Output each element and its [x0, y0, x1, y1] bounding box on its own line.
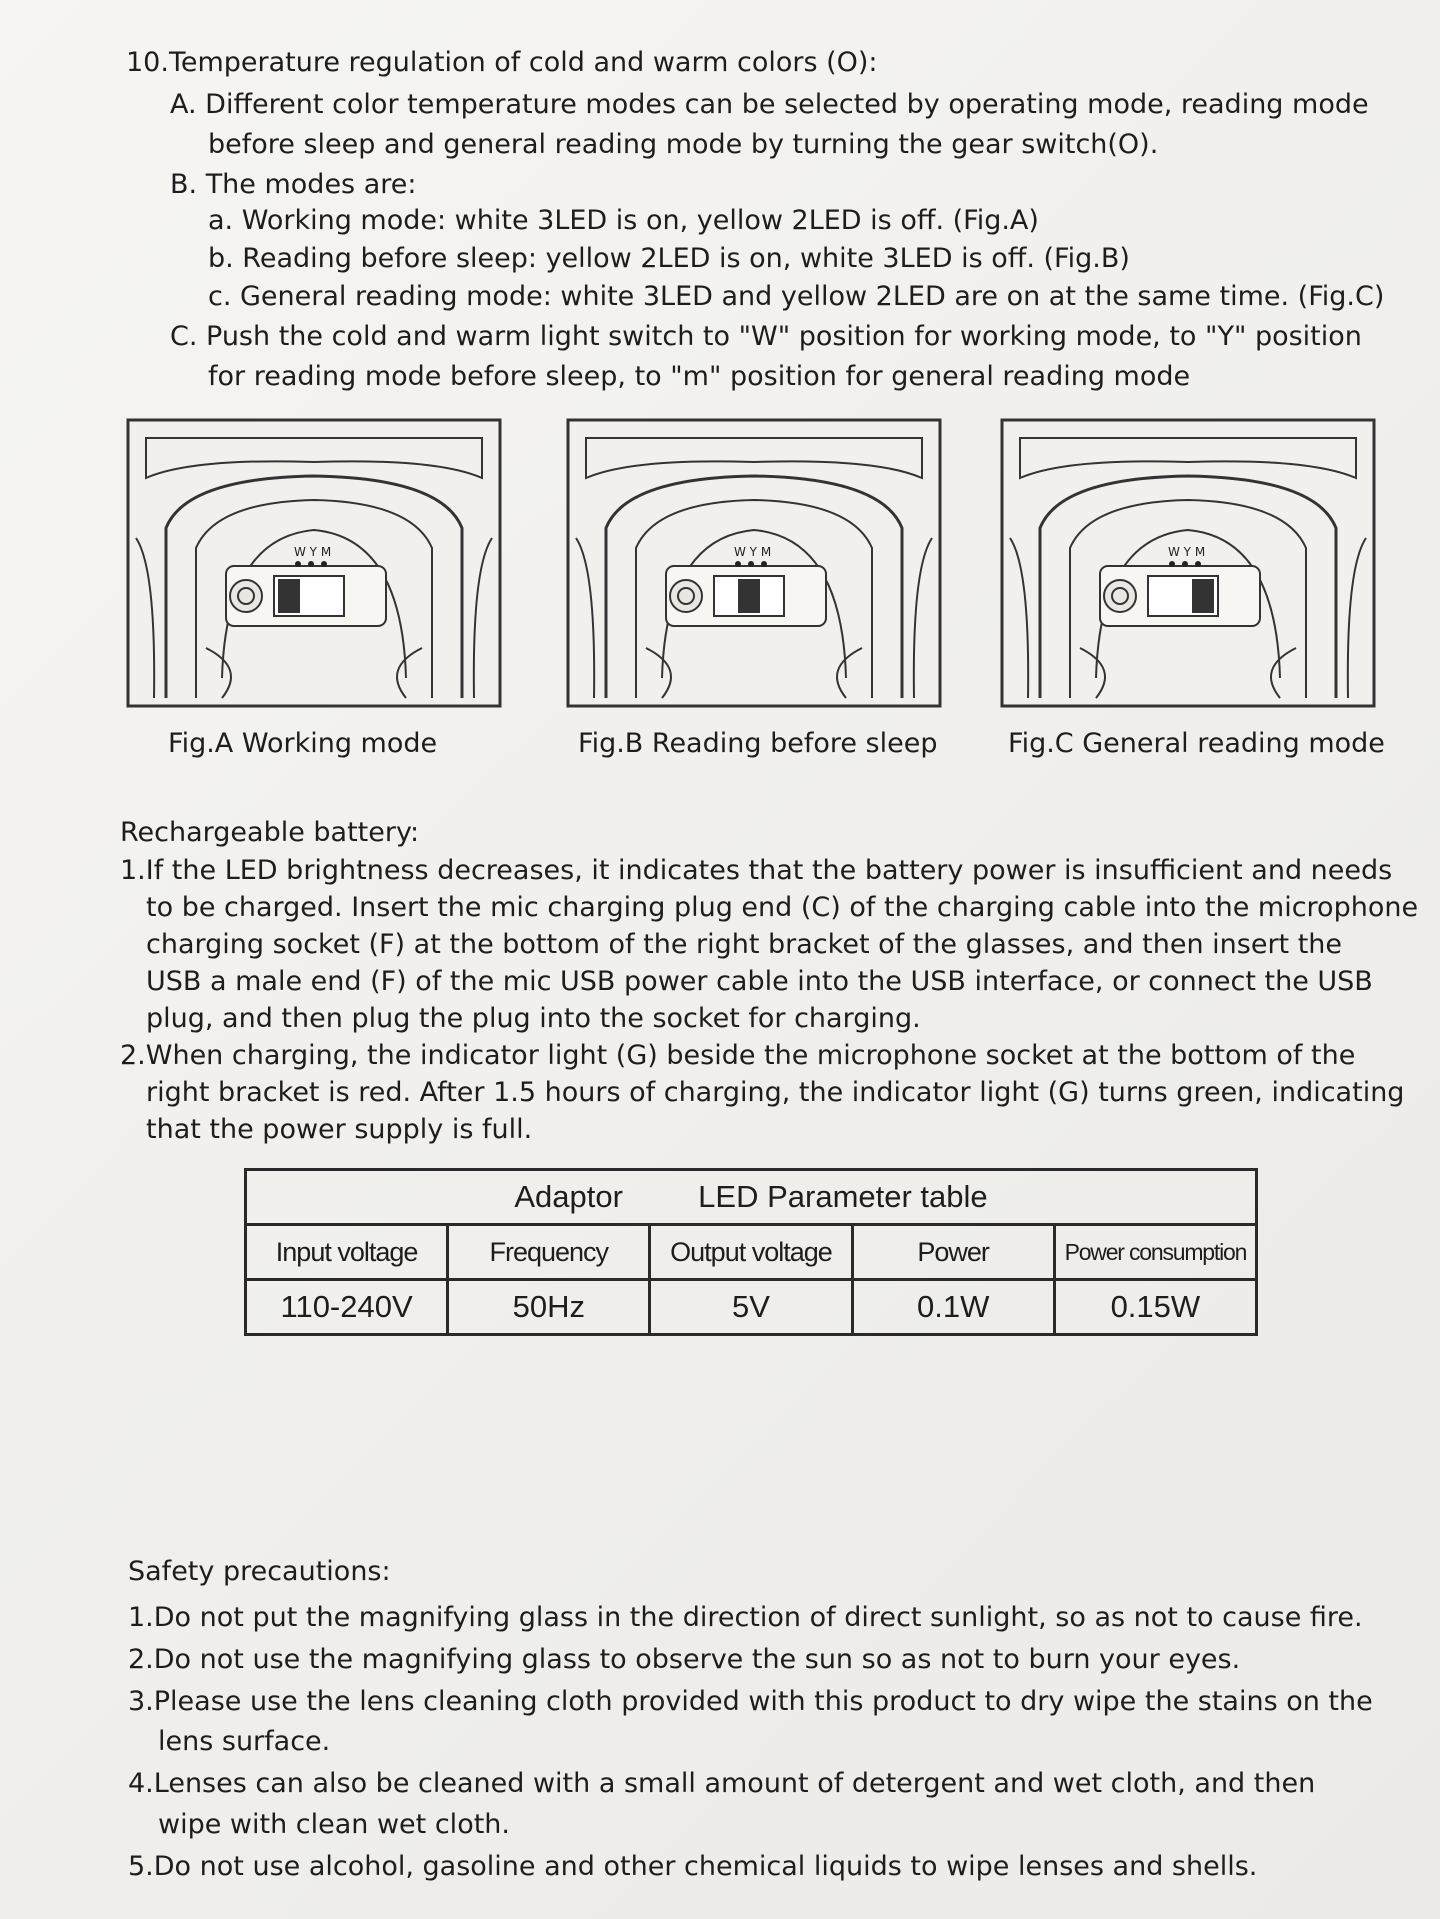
safety-line1: 1.Do not put the magnifying glass in the… [128, 1602, 1363, 1633]
battery-p1-line1: 1.If the LED brightness decreases, it in… [120, 855, 1393, 886]
col-frequency: Frequency [446, 1223, 652, 1281]
battery-p2-line3: that the power supply is full. [146, 1114, 533, 1145]
section10-c-line1: C. Push the cold and warm light switch t… [170, 321, 1362, 352]
section10-title: 10.Temperature regulation of cold and wa… [126, 47, 878, 78]
switch-label: W Y M [734, 545, 771, 559]
battery-title: Rechargeable battery: [120, 817, 420, 848]
val-frequency: 50Hz [446, 1278, 652, 1336]
val-input-voltage: 110-240V [243, 1278, 450, 1336]
glasses-bracket-illustration-a: W Y M [126, 418, 502, 708]
power-button-icon [229, 579, 263, 613]
mode-c-text: c. General reading mode: white 3LED and … [208, 281, 1385, 312]
safety-line5: 5.Do not use alcohol, gasoline and other… [128, 1851, 1258, 1882]
col-output-voltage: Output voltage [648, 1223, 854, 1281]
glasses-bracket-illustration-c: W Y M [1000, 418, 1376, 708]
val-power-consumption: 0.15W [1052, 1278, 1259, 1336]
section10-b-title: B. The modes are: [170, 169, 417, 200]
col-input-voltage: Input voltage [243, 1223, 450, 1281]
figure-b-caption: Fig.B Reading before sleep [578, 728, 938, 759]
switch-label: W Y M [294, 545, 331, 559]
safety-line4-cont: wipe with clean wet cloth. [158, 1809, 510, 1840]
glasses-bracket-illustration-b: W Y M [566, 418, 942, 708]
table-header-cell: Adaptor LED Parameter table [244, 1168, 1258, 1226]
val-output-voltage: 5V [648, 1278, 854, 1336]
figure-c-caption: Fig.C General reading mode [1008, 728, 1385, 759]
figure-b: W Y M [566, 418, 942, 708]
col-power-consumption: Power consumption [1052, 1223, 1259, 1281]
switch-slider [738, 579, 760, 613]
switch-slider [1192, 579, 1214, 613]
section10-a-line1: A. Different color temperature modes can… [170, 89, 1369, 120]
power-button-icon [669, 579, 703, 613]
switch-label: W Y M [1168, 545, 1205, 559]
table-row: Input voltage Frequency Output voltage P… [243, 1223, 1259, 1281]
safety-line3-cont: lens surface. [158, 1726, 331, 1757]
val-power: 0.1W [850, 1278, 1056, 1336]
table-row: 110-240V 50Hz 5V 0.1W 0.15W [243, 1278, 1259, 1336]
battery-p2-line1: 2.When charging, the indicator light (G)… [120, 1040, 1356, 1071]
mode-a-text: a. Working mode: white 3LED is on, yello… [208, 205, 1039, 236]
col-power: Power [850, 1223, 1056, 1281]
parameter-table: Adaptor LED Parameter table Input voltag… [243, 1168, 1259, 1336]
battery-p1-line5: plug, and then plug the plug into the so… [146, 1003, 921, 1034]
figure-a: W Y M [126, 418, 502, 708]
figure-a-caption: Fig.A Working mode [168, 728, 438, 759]
header-led-parameter-table: LED Parameter table [698, 1179, 988, 1214]
figure-c: W Y M [1000, 418, 1376, 708]
switch-slider [278, 579, 300, 613]
section10-a-line2: before sleep and general reading mode by… [208, 129, 1159, 160]
battery-p1-line4: USB a male end (F) of the mic USB power … [146, 966, 1373, 997]
figure-row: W Y M Fig.A Working mode [126, 418, 1385, 759]
power-button-icon [1103, 579, 1137, 613]
battery-p2-line2: right bracket is red. After 1.5 hours of… [146, 1077, 1405, 1108]
safety-line4: 4.Lenses can also be cleaned with a smal… [128, 1768, 1316, 1799]
section10-c-line2: for reading mode before sleep, to "m" po… [208, 361, 1191, 392]
table-header-row: Adaptor LED Parameter table [244, 1168, 1258, 1226]
battery-p1-line3: charging socket (F) at the bottom of the… [146, 929, 1343, 960]
mode-b-text: b. Reading before sleep: yellow 2LED is … [208, 243, 1130, 274]
header-adaptor: Adaptor [514, 1179, 623, 1214]
battery-p1-line2: to be charged. Insert the mic charging p… [146, 892, 1419, 923]
safety-line2: 2.Do not use the magnifying glass to obs… [128, 1644, 1241, 1675]
safety-title: Safety precautions: [128, 1556, 391, 1587]
safety-line3: 3.Please use the lens cleaning cloth pro… [128, 1686, 1373, 1717]
